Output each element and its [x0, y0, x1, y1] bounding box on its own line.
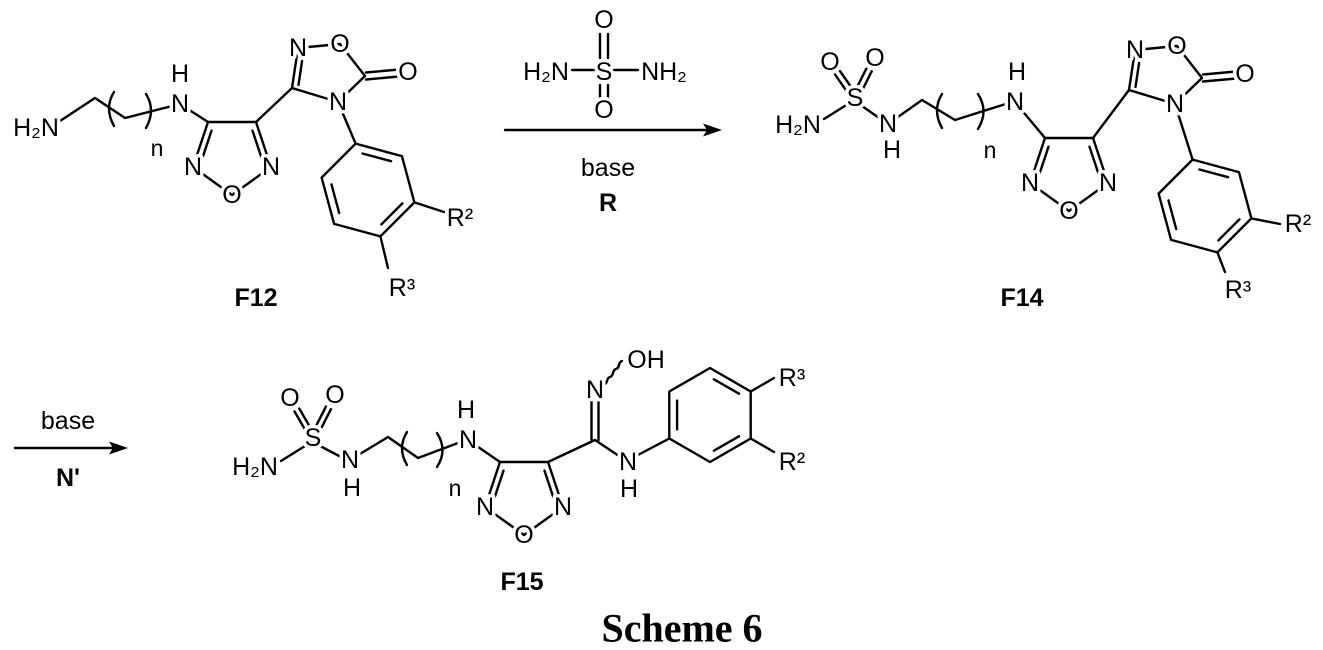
sulfamide-sulfur: S: [596, 58, 613, 86]
f15-amidoxime-oh: OH: [627, 346, 665, 374]
f15-wavy-bond: [604, 361, 622, 384]
step1-condition: base: [581, 154, 635, 182]
compound-f15: H₂N O O S N H n N H N O N N OH N H R³ R²…: [232, 346, 805, 596]
compound-f12: H₂N n N H N O N N O O N R² R³ F12: [13, 30, 473, 312]
f12-amine-label: H₂N: [13, 114, 59, 142]
f14-oxadiazolone-o-carbonyl: O: [1235, 60, 1254, 88]
f15-r2: R²: [779, 448, 805, 476]
f12-oxadiazolone-o-carbonyl: O: [398, 58, 417, 86]
f15-compound-label: F15: [500, 568, 543, 596]
f15-sulfonamide-h: H: [343, 474, 361, 502]
f14-oxadiazolone-n-top: N: [1126, 36, 1144, 64]
f15-anilide-n: N: [619, 448, 637, 476]
f15-sulfonyl-o-right: O: [325, 381, 344, 409]
f15-furazan-n-right: N: [554, 493, 572, 521]
f14-oxadiazolone-o-ring: O: [1167, 32, 1186, 60]
f12-r3: R³: [389, 274, 415, 302]
f12-compound-label: F12: [234, 284, 277, 312]
reaction-step-2: base N': [15, 407, 128, 492]
f14-furazan-n-right: N: [1099, 169, 1117, 197]
f12-nh-n: N: [171, 90, 189, 118]
f14-sulfonamide-h: H: [883, 136, 901, 164]
step2-condition: base: [41, 407, 95, 435]
f14-repeat-n: n: [984, 137, 997, 163]
f14-compound-label: F14: [1000, 284, 1043, 312]
f15-sulfonyl-s: S: [305, 424, 322, 452]
f14-nh-h: H: [1008, 58, 1026, 86]
f14-oxadiazolone-n-ring: N: [1166, 90, 1184, 118]
f14-furazan-o: O: [1059, 197, 1078, 225]
f15-nh-h: H: [457, 396, 475, 424]
f12-furazan-o: O: [222, 181, 241, 209]
sulfamide-o-top: O: [594, 6, 613, 34]
f14-r2: R²: [1285, 210, 1311, 238]
f15-amidoxime-n: N: [586, 376, 604, 404]
f14-r3: R³: [1225, 276, 1251, 304]
sulfamide-o-bottom: O: [594, 96, 613, 124]
step2-label: N': [56, 464, 80, 492]
f14-amine-label: H₂N: [775, 111, 821, 139]
f15-furazan-o: O: [514, 521, 533, 549]
sulfamide-left-amine: H₂N: [523, 58, 569, 86]
sulfamide-right-amine: NH₂: [641, 58, 687, 86]
f15-sulfonamide-n: N: [341, 446, 359, 474]
f14-sulfonyl-s: S: [847, 84, 864, 112]
f12-oxadiazolone-n-ring: N: [329, 88, 347, 116]
f15-nh-n: N: [459, 426, 477, 454]
f15-anilide-h: H: [620, 475, 638, 503]
f12-oxadiazolone-n-top: N: [289, 34, 307, 62]
compound-f14: H₂N O O S N H n N H N O N N O O N R² R³ …: [775, 32, 1311, 312]
f15-repeat-n: n: [449, 475, 462, 501]
reaction-step-1: H₂N S NH₂ O O base R: [505, 6, 722, 217]
f15-furazan-n-left: N: [476, 493, 494, 521]
f15-sulfonyl-o-left: O: [280, 384, 299, 412]
f14-repeat-brackets: [937, 94, 984, 129]
f14-sulfonamide-n: N: [879, 110, 897, 138]
f12-oxadiazolone-o-ring: O: [330, 30, 349, 58]
f14-sulfonyl-o-left: O: [820, 48, 839, 76]
f15-r3: R³: [779, 364, 805, 392]
scheme-title: Scheme 6: [601, 606, 762, 650]
f15-amine-label: H₂N: [232, 453, 278, 481]
f15-repeat-brackets: [402, 432, 443, 467]
f12-bonds: [60, 44, 444, 268]
f12-furazan-n-left: N: [184, 153, 202, 181]
f14-sulfonyl-o-right: O: [865, 44, 884, 72]
f12-nh-h: H: [171, 60, 189, 88]
f12-r2: R²: [447, 204, 473, 232]
f14-nh-n: N: [1006, 88, 1024, 116]
f12-furazan-n-right: N: [262, 153, 280, 181]
f12-repeat-brackets: [109, 92, 151, 128]
step1-label: R: [599, 189, 617, 217]
f14-furazan-n-left: N: [1021, 169, 1039, 197]
f12-repeat-n: n: [151, 135, 164, 161]
